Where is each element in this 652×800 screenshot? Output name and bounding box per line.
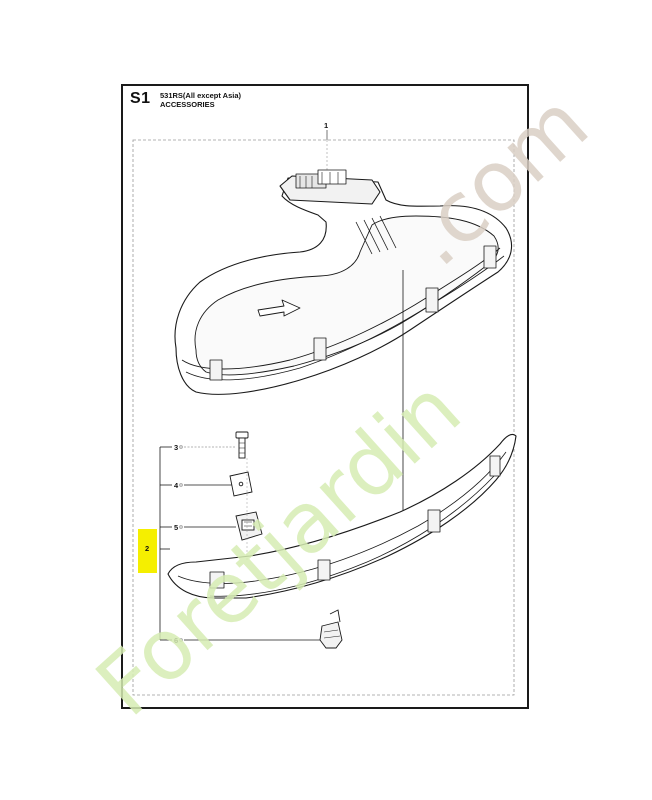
callout-4: 4 bbox=[174, 481, 179, 490]
part-5-holder bbox=[235, 511, 263, 541]
exploded-view-frame bbox=[132, 139, 515, 696]
callout-dots bbox=[179, 445, 183, 642]
callout-bracket bbox=[159, 446, 320, 641]
callout-2: 2 bbox=[145, 544, 150, 553]
part-4-plate bbox=[229, 471, 253, 497]
callout-2-highlight: 2 bbox=[138, 529, 157, 573]
part-1-trimmer-guard bbox=[174, 169, 513, 395]
callout-3: 3 bbox=[174, 443, 179, 452]
part-3-screw bbox=[235, 431, 249, 459]
part-6-cutting-blade bbox=[319, 609, 343, 649]
callout-1: 1 bbox=[324, 121, 329, 130]
model-label: 531RS(All except Asia) bbox=[160, 91, 242, 100]
section-title: ACCESSORIES bbox=[160, 100, 215, 109]
section-code: S1 bbox=[130, 90, 151, 107]
part-2-guard-extension bbox=[167, 433, 517, 599]
callout-6: 6 bbox=[174, 636, 179, 645]
callout-5: 5 bbox=[174, 523, 179, 532]
